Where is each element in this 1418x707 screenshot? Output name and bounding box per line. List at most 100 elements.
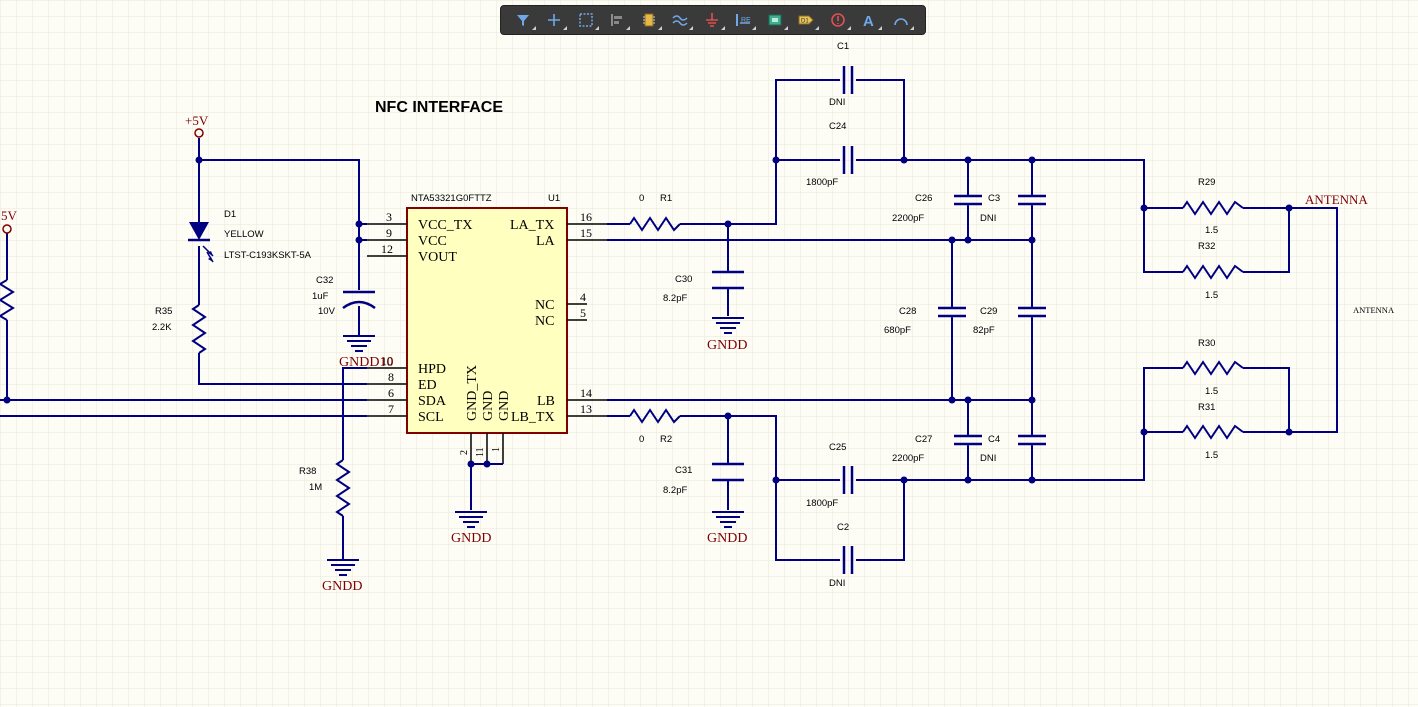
capacitor-c3[interactable]: C3 DNI	[980, 193, 1046, 224]
power-label: +5V	[185, 113, 209, 128]
ground-label: GNDD	[707, 338, 747, 353]
pin-name: VCC_TX	[418, 218, 472, 233]
select-rect-icon[interactable]	[570, 7, 602, 33]
ic-right-pin-lines	[567, 223, 607, 417]
pin-num: 3	[386, 210, 392, 224]
resistor-r30[interactable]: R30 1.5	[1182, 338, 1244, 397]
port-icon[interactable]: D1	[791, 7, 823, 33]
capacitor-c24[interactable]: C24 1800pF	[806, 121, 854, 188]
capacitor-c31[interactable]: C31 8.2pF	[663, 462, 744, 496]
sheet-title: NFC INTERFACE	[375, 99, 503, 116]
capacitor-c26[interactable]: C26 2200pF	[892, 193, 982, 224]
pin-name: LA	[536, 234, 556, 249]
ground-icon[interactable]	[696, 7, 728, 33]
pin-name: VCC	[418, 234, 447, 249]
pin-name: LB_TX	[511, 410, 555, 425]
text-icon[interactable]: A	[854, 7, 886, 33]
c26-ref: C26	[915, 193, 932, 204]
capacitor-c1[interactable]: C1 DNI	[829, 41, 854, 108]
ground-c32[interactable]: GNDD10	[339, 335, 393, 370]
r38-ref: R38	[299, 466, 316, 477]
pin-name: HPD	[418, 362, 446, 377]
pin-name: VOUT	[418, 250, 457, 265]
c3-ref: C3	[988, 193, 1000, 204]
net-label-icon[interactable]	[759, 7, 791, 33]
pin-num: 2	[459, 450, 470, 455]
capacitor-c29[interactable]: C29 82pF	[973, 306, 1046, 336]
pin-num: 12	[381, 242, 393, 256]
pin-num: 4	[580, 290, 586, 304]
c3-value: DNI	[980, 213, 996, 224]
r30-ref: R30	[1198, 338, 1215, 349]
r29-value: 1.5	[1205, 225, 1218, 236]
power-5v-left[interactable]: 5V	[1, 208, 18, 234]
r29-ref: R29	[1198, 177, 1215, 188]
power-5v-main[interactable]: +5V	[185, 113, 209, 138]
pin-num: 14	[580, 386, 592, 400]
bus-icon[interactable]: RE	[728, 7, 760, 33]
wire-icon[interactable]	[665, 7, 697, 33]
c28-ref: C28	[899, 306, 916, 317]
capacitor-c27[interactable]: C27 2200pF	[892, 434, 982, 464]
capacitor-c25[interactable]: C25 1800pF	[806, 442, 854, 509]
resistor-r35[interactable]: R35 2.2K	[152, 304, 207, 354]
filter-icon[interactable]	[507, 7, 539, 33]
ground-ic[interactable]: GNDD	[451, 511, 491, 546]
ground-c30[interactable]: GNDD	[707, 317, 747, 353]
directive-icon[interactable]	[822, 7, 854, 33]
led-d1[interactable]: D1 YELLOW LTST-C193KSKT-5A	[188, 209, 312, 263]
resistor-r38[interactable]: R38 1M	[299, 459, 351, 517]
pin-name: ED	[418, 378, 437, 393]
net-label-antenna[interactable]: ANTENNA	[1305, 192, 1368, 207]
pin-name: SCL	[418, 410, 444, 425]
c29-ref: C29	[980, 306, 997, 317]
capacitor-c28[interactable]: C28 680pF	[884, 306, 966, 336]
capacitor-c30[interactable]: C30 8.2pF	[663, 270, 744, 304]
ground-c31[interactable]: GNDD	[707, 511, 747, 546]
schematic-toolbar: RE D1 A	[500, 5, 926, 35]
d1-ref: D1	[224, 209, 236, 220]
ic-ref: U1	[548, 193, 560, 204]
c24-value: 1800pF	[806, 177, 838, 188]
pin-num: 1	[491, 447, 502, 452]
crosshair-icon[interactable]	[539, 7, 571, 33]
r2-value: 0	[639, 434, 644, 445]
pin-num: 15	[580, 226, 592, 240]
pin-num: 7	[388, 402, 394, 416]
ic-bottom-pin-lines	[470, 433, 504, 464]
capacitor-c4[interactable]: C4 DNI	[980, 434, 1046, 464]
ic-u1[interactable]: NTA53321G0FTTZ U1 3 VCC_TX 9 VCC 12 VOUT…	[367, 193, 607, 464]
resistor-r29[interactable]: R29 1.5	[1182, 177, 1244, 236]
wires[interactable]	[0, 79, 1338, 561]
r38-value: 1M	[309, 482, 322, 493]
pin-name: NC	[535, 298, 554, 313]
r1-value: 0	[639, 193, 644, 204]
align-icon[interactable]	[602, 7, 634, 33]
resistor-r32[interactable]: R32 1.5	[1182, 241, 1244, 301]
ic-left-pin-lines	[367, 223, 407, 417]
c1-value: DNI	[829, 97, 845, 108]
c27-value: 2200pF	[892, 453, 924, 464]
junctions	[3, 156, 1293, 484]
resistor-r31[interactable]: R31 1.5	[1182, 402, 1244, 461]
capacitor-c32[interactable]: C32 1uF 10V	[312, 275, 376, 317]
capacitor-c2[interactable]: C2 DNI	[829, 522, 854, 589]
ground-r38[interactable]: GNDD	[322, 559, 362, 594]
component-icon[interactable]	[633, 7, 665, 33]
r31-ref: R31	[1198, 402, 1215, 413]
r35-ref: R35	[155, 306, 172, 317]
pin-name: NC	[535, 314, 554, 329]
r31-value: 1.5	[1205, 450, 1218, 461]
power-label: 5V	[1, 208, 18, 223]
resistor-r1[interactable]: 0 R1	[629, 193, 681, 232]
resistor-r2[interactable]: 0 R2	[629, 408, 681, 445]
arc-icon[interactable]	[885, 7, 917, 33]
ic-body[interactable]	[406, 207, 568, 434]
c2-value: DNI	[829, 578, 845, 589]
c26-value: 2200pF	[892, 213, 924, 224]
c32-voltage: 10V	[318, 306, 336, 317]
c30-ref: C30	[675, 274, 692, 285]
c25-value: 1800pF	[806, 498, 838, 509]
